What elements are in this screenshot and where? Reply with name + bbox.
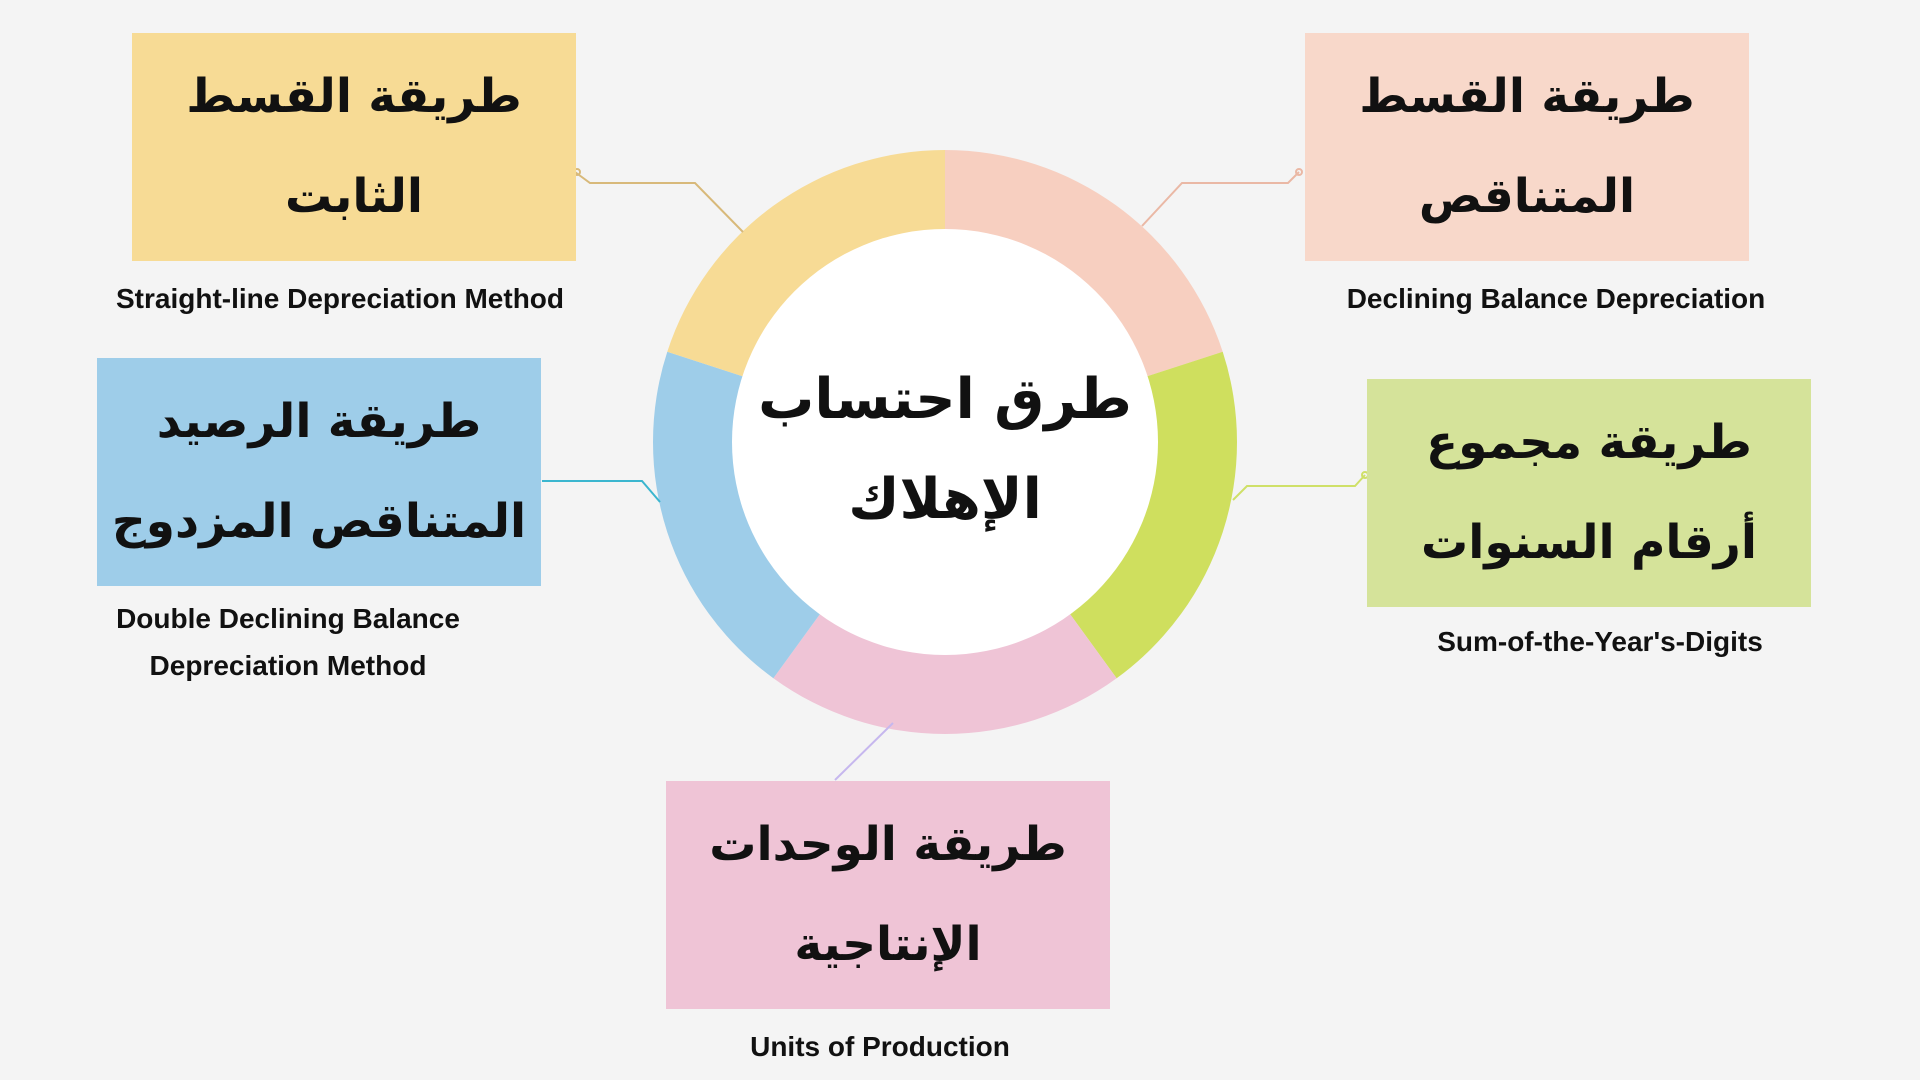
method-box-declining-balance: طريقة القسط المتناقص xyxy=(1305,33,1749,261)
method-title-units-of-production: طريقة الوحدات الإنتاجية xyxy=(709,817,1067,972)
center-circle xyxy=(732,229,1158,655)
method-label-units-of-production: Units of Production xyxy=(750,1031,1010,1062)
ring-segment-sum-of-years xyxy=(1062,351,1237,679)
connector-sum-of-years xyxy=(1232,474,1366,501)
method-title-declining-balance: طريقة القسط المتناقص xyxy=(1359,69,1695,224)
method-title-straight-line: طريقة القسط الثابت xyxy=(186,69,522,224)
method-box-straight-line: طريقة القسط الثابت xyxy=(132,33,576,261)
connector-units-of-production xyxy=(834,722,894,781)
ring-segment-double-declining xyxy=(653,351,828,679)
connector-double-declining xyxy=(542,480,661,503)
center-title: طرق احتساب الإهلاك xyxy=(758,367,1132,532)
method-title-double-declining: طريقة الرصيد المتناقص المزدوج xyxy=(111,394,527,549)
method-box-double-declining: طريقة الرصيد المتناقص المزدوج xyxy=(97,358,541,586)
ring-segment-declining-balance xyxy=(945,150,1223,381)
connectors xyxy=(542,168,1369,781)
method-box-units-of-production: طريقة الوحدات الإنتاجية xyxy=(666,781,1110,1009)
connector-dot-declining-balance xyxy=(1295,168,1303,176)
method-label-straight-line: Straight-line Depreciation Method xyxy=(115,283,565,314)
method-label-double-declining: Double Declining Balance Depreciation Me… xyxy=(116,603,460,681)
method-label-sum-of-years: Sum-of-the-Year's-Digits xyxy=(1437,626,1763,657)
method-title-sum-of-years: طريقة مجموع أرقام السنوات xyxy=(1421,415,1757,570)
connector-straight-line xyxy=(574,171,744,233)
method-label-declining-balance: Declining Balance Depreciation xyxy=(1346,283,1766,314)
ring-segment-straight-line xyxy=(667,150,945,381)
connector-declining-balance xyxy=(1141,171,1300,227)
method-box-sum-of-years: طريقة مجموع أرقام السنوات xyxy=(1367,379,1811,607)
